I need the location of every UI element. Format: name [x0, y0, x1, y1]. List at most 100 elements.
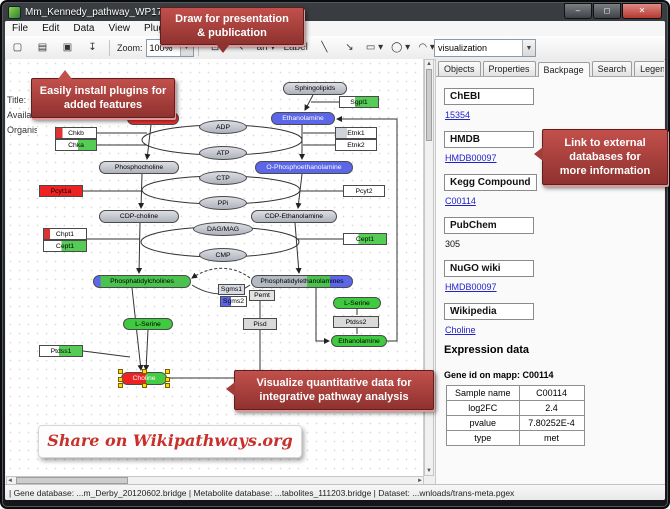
- vertical-scrollbar[interactable]: ▲ ▼: [424, 59, 434, 476]
- arc-tool-dropdown[interactable]: ◠ ▾: [418, 42, 435, 53]
- table-cell: 7.80252E-4: [518, 415, 585, 431]
- pathway-canvas[interactable]: Title:AvailableOrganismSphingolipidsSgpl…: [6, 59, 424, 476]
- pathway-node-phosphatidylethanolamines[interactable]: Phosphatidylethanolamines: [251, 275, 353, 288]
- pathway-node-cdp-ethanolamine[interactable]: CDP-Ethanolamine: [251, 210, 337, 223]
- pathway-node-pcyt1a[interactable]: Pcyt1a: [39, 185, 83, 197]
- pathway-node-chka[interactable]: Chka: [55, 139, 97, 151]
- selection-handle[interactable]: [118, 383, 123, 388]
- visualization-combobox[interactable]: visualization ▼: [434, 39, 536, 57]
- callout-arrow-left: [226, 382, 235, 396]
- pathway-node-o-phosphoethanolamine[interactable]: O-Phosphoethanolamine: [255, 161, 353, 174]
- external-link[interactable]: Choline: [445, 325, 476, 335]
- pathway-node-l-serine[interactable]: L-Serine: [123, 318, 173, 330]
- callout-share-text: Share on Wikipathways.org: [47, 431, 293, 451]
- pathway-node-chpt1[interactable]: Chpt1: [43, 228, 87, 240]
- backpage-header: PubChem: [444, 217, 534, 234]
- chevron-down-icon[interactable]: ▼: [522, 40, 535, 56]
- scroll-up-icon[interactable]: ▲: [426, 61, 432, 67]
- pathway-node-ptdss2[interactable]: Ptdss2: [333, 316, 379, 328]
- pathway-node-etnk1[interactable]: Etnk1: [335, 127, 377, 139]
- pathway-node-cept1[interactable]: Cept1: [43, 240, 87, 252]
- zoom-label: Zoom:: [117, 42, 143, 53]
- menu-item-file[interactable]: File: [12, 23, 29, 34]
- ellipse-tool-dropdown[interactable]: ◯ ▾: [391, 42, 411, 53]
- menu-item-data[interactable]: Data: [73, 23, 95, 34]
- external-link[interactable]: HMDB00097: [445, 153, 497, 163]
- maximize-button[interactable]: ◻: [593, 3, 621, 19]
- pathway-node-ethanolamine[interactable]: Ethanolamine: [331, 335, 387, 347]
- pathway-node-sgms1[interactable]: Sgms1: [218, 284, 245, 295]
- selection-handle[interactable]: [142, 383, 147, 388]
- pathway-node-pisd[interactable]: Pisd: [243, 318, 277, 330]
- pathway-node-ethanolamine[interactable]: Ethanolamine: [271, 112, 335, 125]
- selection-tool-button[interactable]: ↖: [235, 42, 245, 53]
- callout-arrow-down: [216, 44, 230, 53]
- pathway-node-chkb[interactable]: Chkb: [55, 127, 97, 139]
- toolbar-tools-group: ⊡ ↖ an ▾ Label ╲ ↘ ▭ ▾ ◯ ▾ ◠ ▾: [203, 38, 440, 57]
- minimize-button[interactable]: –: [564, 3, 592, 19]
- tab-objects[interactable]: Objects: [438, 61, 481, 76]
- save-file-button[interactable]: ▣: [62, 42, 73, 53]
- pathway-node-sgms2[interactable]: Sgms2: [220, 296, 247, 307]
- pathway-node-pcyt2[interactable]: Pcyt2: [343, 185, 385, 197]
- pathway-node-cept1[interactable]: Cept1: [343, 233, 387, 245]
- pathway-node-l-serine[interactable]: L-Serine: [333, 297, 381, 309]
- callout-visualize: Visualize quantitative data for integrat…: [226, 370, 434, 410]
- selection-handle[interactable]: [165, 383, 170, 388]
- tab-search[interactable]: Search: [591, 61, 633, 76]
- external-link[interactable]: 15354: [445, 110, 471, 120]
- selection-handle[interactable]: [165, 376, 170, 382]
- pathway-node-cdp-choline[interactable]: CDP-choline: [99, 210, 179, 223]
- pathway-node-dag-mag[interactable]: DAG/MAG: [193, 222, 253, 236]
- selection-handle[interactable]: [118, 376, 123, 382]
- pathway-info-label: Organism: [7, 125, 37, 135]
- expression-data-title: Expression data: [444, 344, 529, 356]
- selection-handle[interactable]: [165, 369, 170, 374]
- scrollbar-thumb[interactable]: [16, 477, 128, 484]
- pathway-node-ptdss1[interactable]: Ptdss1: [39, 345, 83, 357]
- menu-item-view[interactable]: View: [108, 23, 130, 34]
- pathway-node-atp[interactable]: ATP: [199, 146, 247, 160]
- scrollbar-thumb[interactable]: [426, 69, 432, 141]
- line-tool-button[interactable]: ╲: [321, 42, 328, 53]
- label-tool-button[interactable]: Label: [283, 42, 308, 53]
- pathway-node-adp[interactable]: ADP: [199, 120, 247, 134]
- pathway-node-sphingolipids[interactable]: Sphingolipids: [283, 82, 347, 95]
- pathway-node-ctp[interactable]: CTP: [199, 171, 247, 185]
- pathway-info-label: Available: [7, 110, 37, 120]
- selection-handle[interactable]: [142, 369, 147, 374]
- toolbar: ▢▤▣↧ Zoom: 100% ▼ ⊡↖an ▾Label╲↘▭ ▾◯ ▾◠ ▾…: [5, 36, 665, 60]
- scroll-down-icon[interactable]: ▼: [426, 468, 432, 474]
- scroll-right-icon[interactable]: ►: [417, 478, 423, 484]
- external-link[interactable]: HMDB00097: [445, 282, 497, 292]
- table-cell: type: [446, 430, 520, 446]
- export-image-button[interactable]: ↧: [88, 42, 97, 53]
- scroll-left-icon[interactable]: ◄: [7, 478, 13, 484]
- rectangle-tool-dropdown[interactable]: ▭ ▾: [365, 42, 384, 53]
- arrow-tool-button[interactable]: ↘: [345, 42, 354, 53]
- tab-backpage[interactable]: Backpage: [537, 62, 590, 77]
- zoom-to-fit-button[interactable]: ⊡: [210, 42, 220, 53]
- open-file-button[interactable]: ▤: [37, 42, 48, 53]
- new-file-button[interactable]: ▢: [12, 42, 23, 53]
- backpage-header: NuGO wiki: [444, 260, 534, 277]
- table-cell: 2.4: [518, 400, 585, 416]
- title-bar[interactable]: Mm_Kennedy_pathway_WP1771_45176.gp... – …: [8, 3, 664, 21]
- pathway-node-etnk2[interactable]: Etnk2: [335, 139, 377, 151]
- pathway-node-pemt[interactable]: Pemt: [249, 290, 275, 301]
- status-text: | Gene database: ...m_Derby_20120602.bri…: [9, 487, 515, 498]
- pathway-node-phosphocholine[interactable]: Phosphocholine: [99, 161, 179, 174]
- tab-properties[interactable]: Properties: [482, 61, 536, 76]
- pathway-node-sgpl1[interactable]: Sgpl1: [339, 96, 379, 108]
- tab-legend[interactable]: Legend: [634, 61, 664, 76]
- selection-handle[interactable]: [118, 369, 123, 374]
- pathway-node-phosphatidylcholines[interactable]: Phosphatidylcholines: [93, 275, 191, 288]
- datanode-dropdown[interactable]: an ▾: [256, 42, 276, 53]
- close-button[interactable]: ✕: [622, 3, 662, 19]
- pathway-node-cmp[interactable]: CMP: [199, 248, 247, 262]
- pathway-node-ppi[interactable]: PPi: [199, 196, 247, 210]
- external-link[interactable]: C00114: [445, 196, 476, 206]
- menu-item-edit[interactable]: Edit: [42, 23, 60, 34]
